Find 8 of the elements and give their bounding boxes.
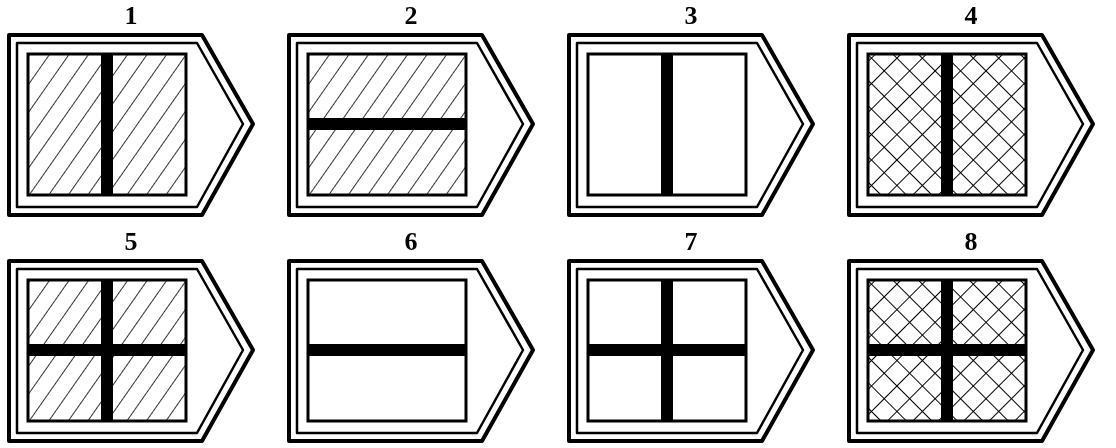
symbol-number: 4 (963, 2, 979, 30)
symbol-number: 3 (683, 2, 699, 30)
symbol-number: 8 (963, 228, 979, 256)
symbol-number: 5 (123, 228, 139, 256)
symbol-number: 1 (123, 2, 139, 30)
symbol-number: 2 (403, 2, 419, 30)
symbol-number: 6 (403, 228, 419, 256)
symbol-number: 7 (683, 228, 699, 256)
